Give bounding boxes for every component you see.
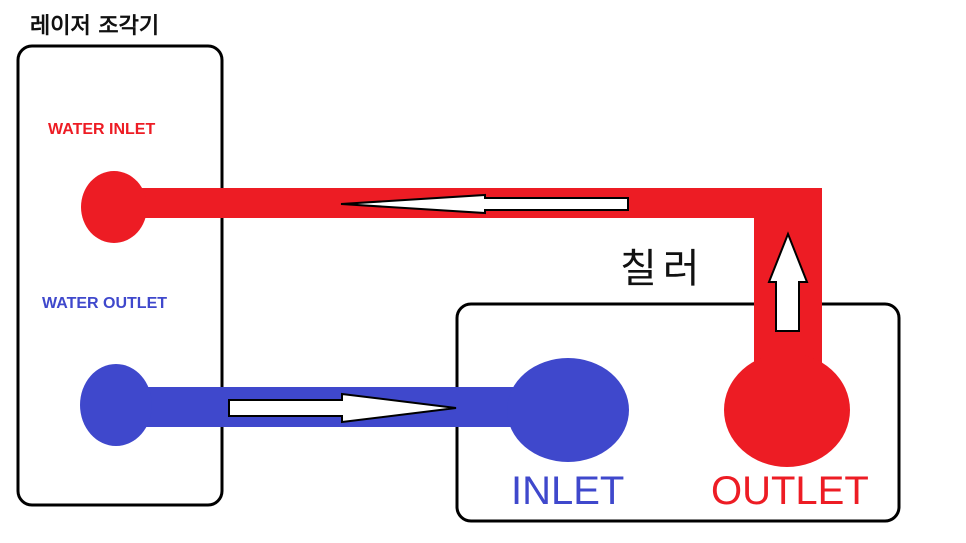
chiller-inlet-port [507, 358, 629, 462]
chiller-outlet-port [724, 353, 850, 467]
water-inlet-port [81, 171, 147, 243]
chiller-title: 칠러 [620, 246, 706, 292]
laser-engraver-box [16, 44, 224, 507]
flow-arrow-left [340, 193, 629, 215]
water-outlet-port [80, 364, 152, 446]
chiller-outlet-label: OUTLET [711, 469, 869, 513]
flow-arrow-up [767, 231, 809, 332]
laser-engraver-title: 레이저 조각기 [30, 14, 160, 39]
water-outlet-label: WATER OUTLET [42, 295, 168, 312]
chiller-inlet-label: INLET [511, 469, 625, 513]
flow-arrow-right [228, 392, 457, 424]
water-inlet-label: WATER INLET [48, 121, 156, 138]
